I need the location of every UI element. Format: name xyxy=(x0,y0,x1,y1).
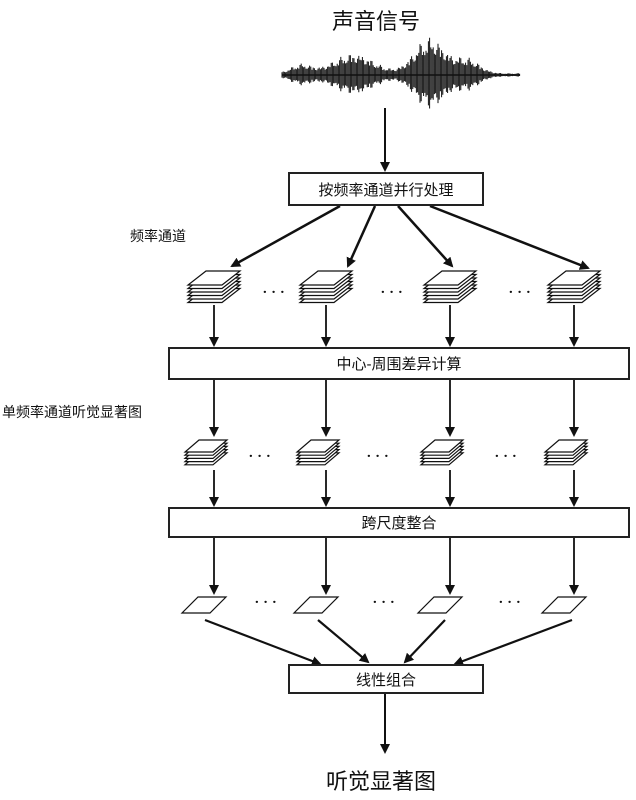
cross-scale-box: 跨尺度整合 xyxy=(168,507,630,538)
single-freq-map-stacks xyxy=(183,439,589,466)
plane-4 xyxy=(540,596,588,614)
output-title: 听觉显著图 xyxy=(326,770,437,795)
input-title: 声音信号 xyxy=(332,10,421,35)
channel-stack-4 xyxy=(546,270,602,304)
linear-combination-box: 线性组合 xyxy=(288,664,484,694)
channel-stack-2 xyxy=(298,270,354,304)
ellipsis-3a: ··· xyxy=(254,592,281,613)
plane-2 xyxy=(292,596,340,614)
arrows-to-single-maps xyxy=(209,380,579,437)
channel-stack-3 xyxy=(422,270,478,304)
single-map-stack-3 xyxy=(419,439,465,466)
waveform-icon xyxy=(281,37,521,109)
ellipsis-3c: ··· xyxy=(498,592,525,613)
converging-arrows xyxy=(204,618,573,666)
ellipsis-2c: ··· xyxy=(494,446,521,467)
single-map-stack-2 xyxy=(295,439,341,466)
freq-channel-stacks xyxy=(186,270,602,304)
ellipsis-3b: ··· xyxy=(372,592,399,613)
plane-1 xyxy=(180,596,228,614)
waveform-trace xyxy=(281,37,521,109)
parallel-process-box: 按频率通道并行处理 xyxy=(288,172,484,206)
ellipsis-2b: ··· xyxy=(366,446,393,467)
channel-stack-1 xyxy=(186,270,242,304)
ellipsis-1b: ··· xyxy=(380,282,407,303)
single-map-stack-4 xyxy=(543,439,589,466)
arrows-to-planes xyxy=(209,538,579,595)
plane-3 xyxy=(416,596,464,614)
center-surround-box: 中心-周围差异计算 xyxy=(168,347,630,380)
single-map-label: 单频率通道听觉显著图 xyxy=(2,405,142,421)
ellipsis-2a: ··· xyxy=(248,446,275,467)
integrated-map-planes xyxy=(180,596,588,614)
ellipsis-1a: ··· xyxy=(262,282,289,303)
arrows-to-center-surround xyxy=(209,305,579,347)
freq-channel-label: 频率通道 xyxy=(130,229,186,245)
fanout-arrows xyxy=(230,204,590,270)
arrows-to-cross-scale xyxy=(209,470,579,507)
ellipsis-1c: ··· xyxy=(508,282,535,303)
single-map-stack-1 xyxy=(183,439,229,466)
